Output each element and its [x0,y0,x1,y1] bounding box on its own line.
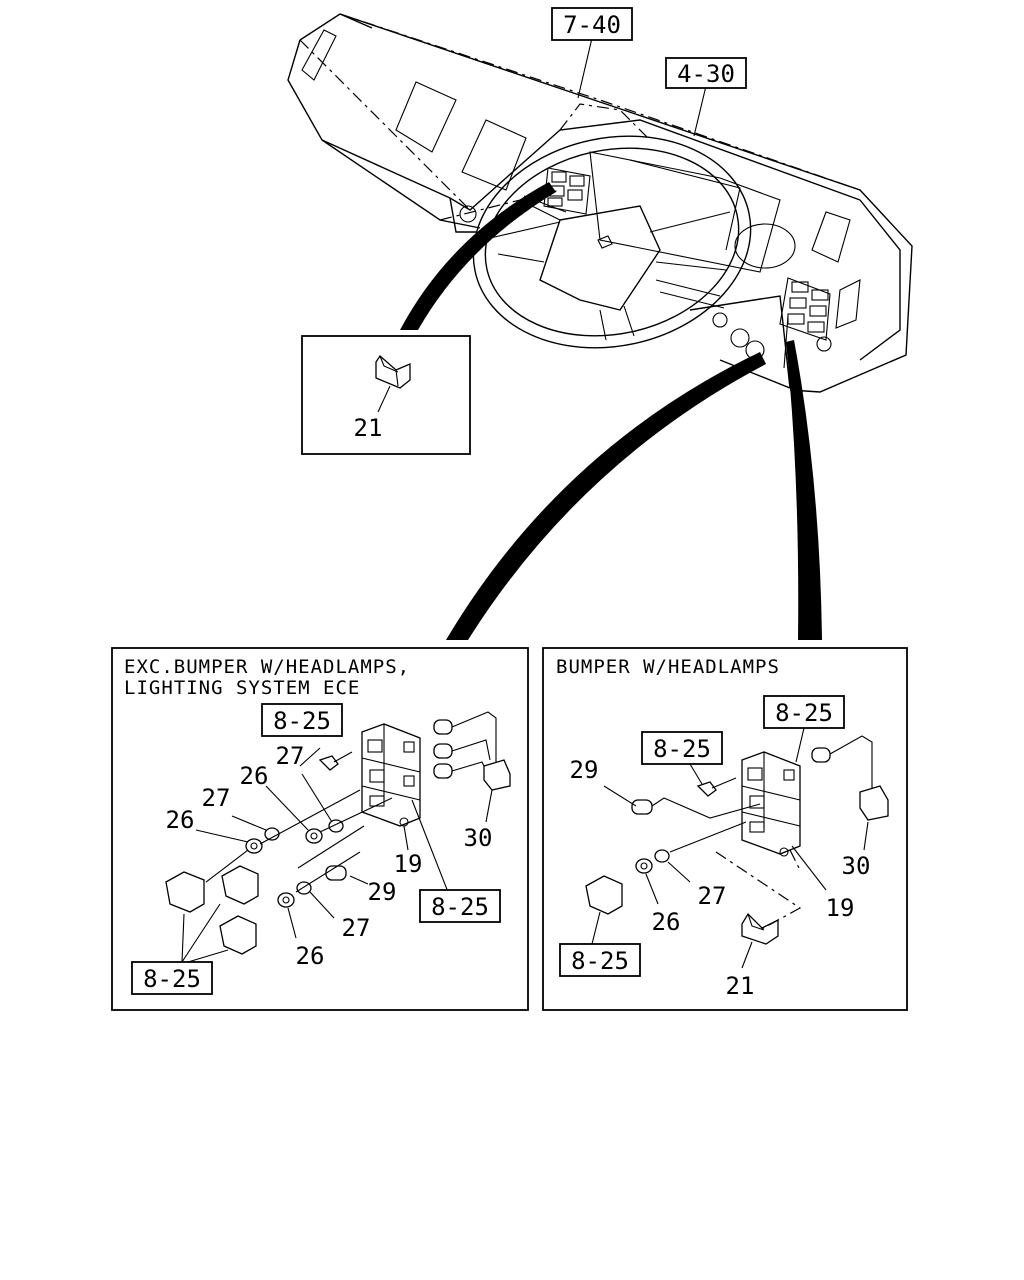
part-label-27-upper: 27 [276,742,305,770]
panel-left-ref-top: 8-25 [273,707,331,735]
clip-part-21 [375,355,411,389]
callout-band-right-panel [786,340,822,640]
panel-left-ref-box-right [419,889,501,923]
panel-left-ref-box-bottom [131,961,213,995]
panel-right-caption: BUMPER W/HEADLAMPS [556,656,780,678]
callout-band-inset [400,182,556,330]
part-label-26-mid: 26 [166,806,195,834]
connector-plugs [433,711,511,791]
panel-left-ref-box-top [261,703,343,737]
ref-label-7-40: 7-40 [563,11,621,39]
ref-label-4-30: 4-30 [677,60,735,88]
part-label-27-mid: 27 [202,784,231,812]
panel-right-ref-box-bottom [559,943,641,977]
switch-bracket [361,723,421,827]
panel-left-caption-line2: LIGHTING SYSTEM ECE [124,677,360,699]
ref-box-4-30 [665,57,747,89]
ref-box-7-40 [551,7,633,41]
part-label-30-right: 30 [842,852,871,880]
connector-plug-right [811,747,831,763]
connector-30-right [859,785,889,821]
panel-right: BUMPER W/HEADLAMPS [542,647,908,1011]
part-label-29: 29 [368,878,397,906]
panel-right-ref-box-top [763,695,845,729]
inset-detail: 21 [301,335,471,455]
panel-right-ref-mid: 8-25 [653,735,711,763]
callout-band-left-panel [446,352,766,640]
part-label-27-lower: 27 [342,914,371,942]
pin-29 [325,865,347,881]
panel-left-caption-line1: EXC.BUMPER W/HEADLAMPS, [124,656,410,678]
pin-29-right [631,799,653,815]
knob-covers [165,865,259,955]
panel-right-ref-bottom: 8-25 [571,947,629,975]
part-label-30: 30 [464,824,493,852]
panel-right-ref-box-mid [641,731,723,765]
part-label-19-right: 19 [826,894,855,922]
panel-left-ref-right: 8-25 [431,893,489,921]
knob-cover-right [585,875,623,915]
panel-right-ref-top: 8-25 [775,699,833,727]
part-label-21-right: 21 [726,972,755,1000]
panel-left: EXC.BUMPER W/HEADLAMPS, LIGHTING SYSTEM … [111,647,529,1011]
part-label-26-right: 26 [652,908,681,936]
panel-left-ref-bottom: 8-25 [143,965,201,993]
part-label-21: 21 [354,414,383,442]
part-label-27-right: 27 [698,882,727,910]
connector-30 [483,759,511,791]
dashboard-illustration [287,13,913,393]
screw [318,755,339,771]
clip-part-21-right [741,912,779,945]
part-label-29-right: 29 [570,756,599,784]
switch-bracket-right [741,751,801,857]
part-label-26-lower: 26 [296,942,325,970]
part-label-26-upper: 26 [240,762,269,790]
screw-right [696,781,717,797]
part-label-19: 19 [394,850,423,878]
